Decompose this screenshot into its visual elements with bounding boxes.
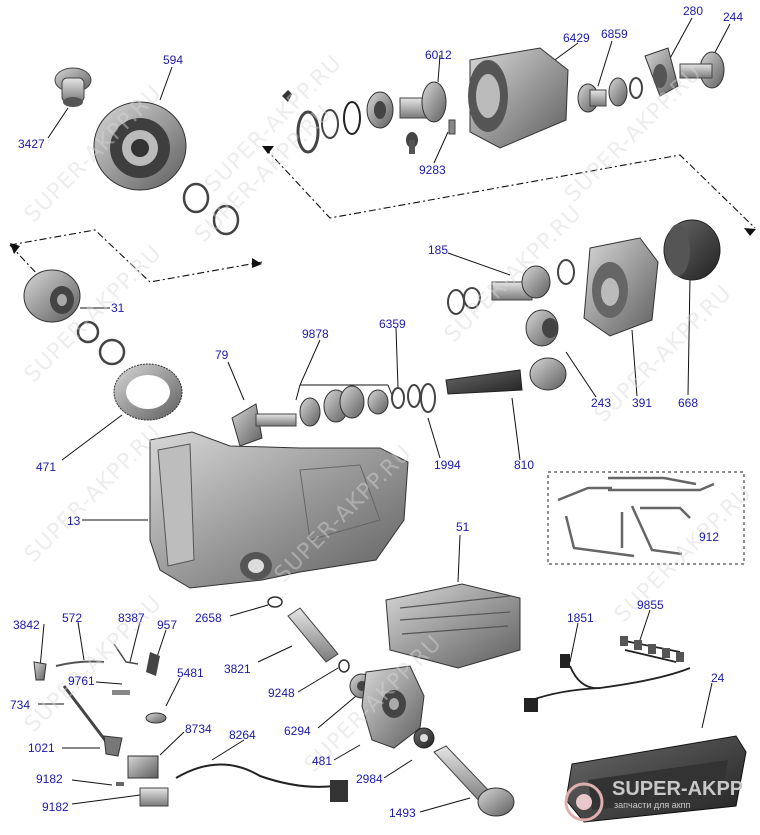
callout-2658[interactable]: 2658 bbox=[195, 611, 222, 625]
callout-6012[interactable]: 6012 bbox=[425, 48, 452, 62]
callout-243[interactable]: 243 bbox=[591, 396, 612, 410]
callout-1021[interactable]: 1021 bbox=[28, 741, 55, 755]
part-243-gear bbox=[525, 309, 559, 347]
callout-572[interactable]: 572 bbox=[62, 611, 83, 625]
callout-1851[interactable]: 1851 bbox=[567, 611, 594, 625]
callout-8387[interactable]: 8387 bbox=[118, 611, 145, 625]
part-9878-bearings bbox=[299, 385, 389, 427]
part-391-case bbox=[583, 237, 659, 337]
part-280-plate bbox=[644, 47, 679, 97]
part-912-tubes bbox=[557, 476, 715, 558]
part-2984-seal bbox=[413, 727, 435, 749]
part-1021-sector bbox=[103, 735, 123, 757]
callout-5481[interactable]: 5481 bbox=[177, 666, 204, 680]
part-9248-ring bbox=[338, 659, 350, 673]
guide-arrowheads bbox=[10, 146, 756, 268]
brand-logo bbox=[564, 782, 604, 822]
callout-3821[interactable]: 3821 bbox=[224, 662, 251, 676]
part-471-ring-gear bbox=[113, 363, 183, 421]
callout-9878[interactable]: 9878 bbox=[302, 327, 329, 341]
part-668-cover bbox=[663, 219, 721, 281]
part-810-shaft bbox=[445, 357, 567, 395]
callout-51[interactable]: 51 bbox=[456, 520, 470, 534]
part-6359-ring bbox=[391, 383, 436, 413]
part-244-flange bbox=[679, 51, 725, 89]
callout-9855[interactable]: 9855 bbox=[637, 598, 664, 612]
callout-1994[interactable]: 1994 bbox=[434, 458, 461, 472]
callout-668[interactable]: 668 bbox=[678, 396, 699, 410]
callout-594[interactable]: 594 bbox=[163, 53, 184, 67]
callout-957[interactable]: 957 bbox=[157, 618, 178, 632]
part-13-transmission-case bbox=[149, 431, 409, 589]
callout-31[interactable]: 31 bbox=[111, 301, 125, 315]
callout-3842[interactable]: 3842 bbox=[13, 618, 40, 632]
part-rings-594 bbox=[182, 182, 240, 236]
part-24-oil-pan bbox=[565, 735, 747, 823]
part-2658-ring bbox=[267, 596, 283, 608]
callout-2984[interactable]: 2984 bbox=[356, 772, 383, 786]
callout-13[interactable]: 13 bbox=[67, 514, 81, 528]
part-8734-switch bbox=[127, 755, 159, 779]
callout-734[interactable]: 734 bbox=[10, 698, 31, 712]
part-3821-tube bbox=[287, 607, 339, 663]
part-6429-case bbox=[468, 47, 569, 149]
part-9855-connectors bbox=[524, 636, 684, 712]
callout-3427[interactable]: 3427 bbox=[18, 137, 45, 151]
callout-24[interactable]: 24 bbox=[711, 671, 725, 685]
callout-6294[interactable]: 6294 bbox=[284, 724, 311, 738]
callout-481[interactable]: 481 bbox=[312, 754, 333, 768]
callout-8264[interactable]: 8264 bbox=[229, 728, 256, 742]
callout-9761[interactable]: 9761 bbox=[68, 674, 95, 688]
part-9182-screws bbox=[116, 782, 169, 807]
callout-9283[interactable]: 9283 bbox=[419, 163, 446, 177]
part-957-lever bbox=[146, 652, 160, 676]
part-8264-harness bbox=[175, 763, 335, 788]
callout-912[interactable]: 912 bbox=[699, 530, 720, 544]
brand-tagline: запчасти для акпп bbox=[614, 800, 691, 810]
callout-391[interactable]: 391 bbox=[632, 396, 653, 410]
callout-8734[interactable]: 8734 bbox=[185, 722, 212, 736]
part-row-top bbox=[282, 81, 456, 154]
callout-471[interactable]: 471 bbox=[36, 460, 57, 474]
part-1851-sensor bbox=[560, 654, 570, 668]
callout-1493[interactable]: 1493 bbox=[389, 806, 416, 820]
callout-6859[interactable]: 6859 bbox=[601, 27, 628, 41]
callout-9182-bottom[interactable]: 9182 bbox=[42, 800, 69, 814]
part-3427-flange bbox=[54, 67, 92, 107]
part-6859-gear bbox=[577, 77, 643, 113]
part-8264-connector bbox=[330, 780, 348, 802]
callout-9182-top[interactable]: 9182 bbox=[36, 772, 63, 786]
callout-6359[interactable]: 6359 bbox=[379, 317, 406, 331]
part-diff-rings bbox=[76, 320, 126, 366]
callout-6429[interactable]: 6429 bbox=[563, 31, 590, 45]
wiring-group-box bbox=[547, 471, 745, 565]
leader-lines bbox=[38, 17, 731, 813]
part-185-gear bbox=[447, 259, 575, 315]
brand-name: SUPER-AKPP bbox=[612, 778, 744, 800]
part-79-pinion bbox=[231, 403, 297, 447]
part-572-rod bbox=[55, 660, 105, 667]
callout-79[interactable]: 79 bbox=[215, 348, 229, 362]
part-734-shaft bbox=[62, 685, 110, 745]
part-1493-shaft bbox=[433, 745, 515, 817]
part-31-differential bbox=[23, 269, 81, 323]
part-481-pump bbox=[361, 665, 425, 749]
callout-280[interactable]: 280 bbox=[683, 4, 704, 18]
part-3842-lever bbox=[33, 661, 47, 681]
callout-810[interactable]: 810 bbox=[514, 458, 535, 472]
part-5481-detent bbox=[145, 712, 167, 724]
part-8387-link bbox=[113, 643, 139, 665]
part-9761-pin bbox=[112, 690, 130, 695]
part-51-valve-body bbox=[385, 583, 521, 669]
callout-185[interactable]: 185 bbox=[428, 243, 449, 257]
callout-9248[interactable]: 9248 bbox=[268, 686, 295, 700]
callout-244[interactable]: 244 bbox=[723, 10, 744, 24]
part-594-housing bbox=[93, 101, 187, 191]
